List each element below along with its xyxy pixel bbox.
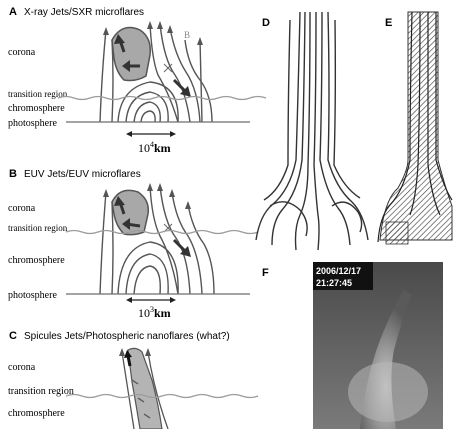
layer-label-corona: corona [8, 203, 36, 214]
panel-b-title: EUV Jets/EUV microflares [24, 169, 141, 180]
layer-label-corona: corona [8, 362, 36, 373]
panel-f: F 2006/12/17 21:27:45 [262, 262, 443, 429]
panel-b: B EUV Jets/EUV microflares corona transi… [8, 168, 258, 320]
spicule-jet [128, 348, 162, 429]
upflow-arrow [128, 356, 130, 366]
flux-tube-lines [256, 12, 368, 250]
panel-e: E [378, 12, 452, 244]
panel-b-letter: B [9, 168, 17, 180]
scale-bar-b [126, 297, 176, 303]
panel-e-letter: E [385, 17, 392, 29]
panel-f-letter: F [262, 267, 269, 279]
panel-c-title: Spicules Jets/Photospheric nanoflares (w… [24, 331, 230, 342]
layer-label-chromosphere: chromosphere [8, 408, 65, 419]
panel-a: A X-ray Jets/SXR microflares corona tran… [8, 6, 266, 155]
layer-label-photosphere: photosphere [8, 290, 57, 301]
transition-region-wave [66, 231, 258, 234]
jet-base-brightening [348, 362, 428, 422]
panel-a-title: X-ray Jets/SXR microflares [24, 7, 144, 18]
timestamp-time: 21:27:45 [316, 278, 352, 288]
layer-label-transition-region: transition region [8, 223, 68, 233]
panel-a-marker: B [184, 30, 190, 40]
panel-d: D [256, 12, 368, 250]
layer-label-transition-region: transition region [8, 386, 74, 397]
panel-a-letter: A [9, 6, 17, 18]
footpoint-hatch [386, 222, 408, 244]
panel-d-letter: D [262, 17, 270, 29]
twisted-flux-tube [380, 12, 452, 240]
panel-c-letter: C [9, 330, 17, 342]
scale-label-a: 104km [138, 140, 171, 155]
panel-c: C Spicules Jets/Photospheric nanoflares … [8, 330, 258, 429]
timestamp-date: 2006/12/17 [316, 266, 361, 276]
layer-label-corona: corona [8, 47, 36, 58]
layer-label-chromosphere: chromosphere [8, 103, 65, 114]
jet-blob [112, 190, 148, 234]
layer-label-chromosphere: chromosphere [8, 255, 65, 266]
transition-region-wave [66, 395, 258, 398]
scale-bar-a [126, 131, 176, 137]
layer-label-photosphere: photosphere [8, 118, 57, 129]
scale-label-b: 103km [138, 305, 171, 320]
